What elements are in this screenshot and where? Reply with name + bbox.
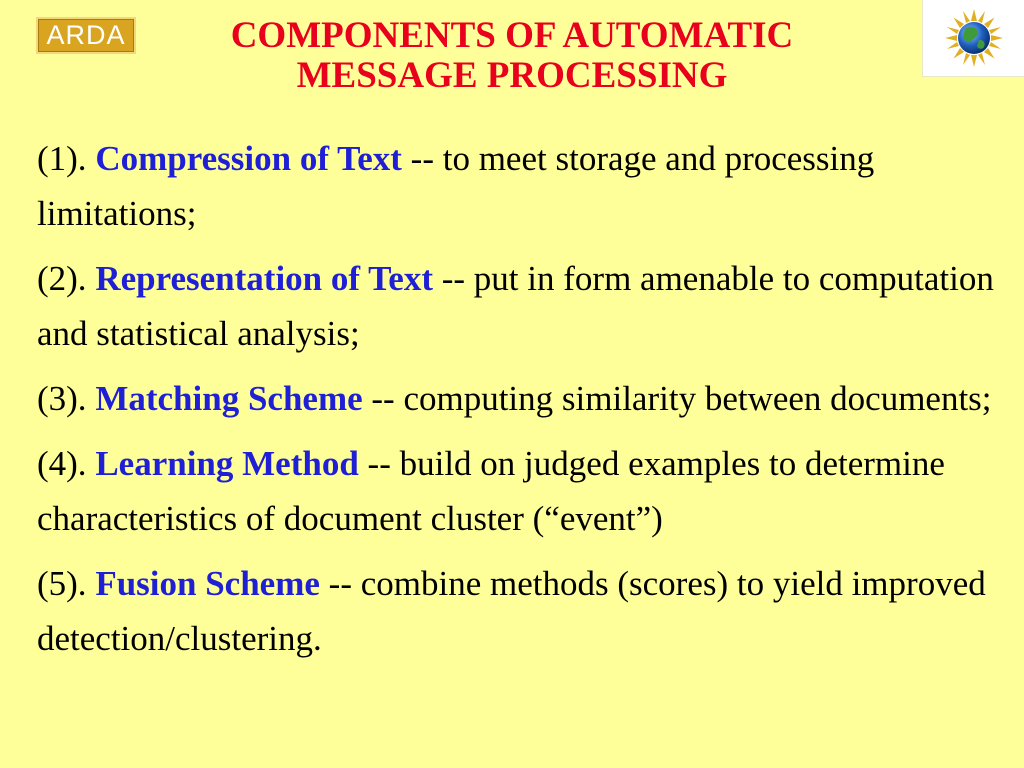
arda-logo: ARDA xyxy=(36,17,136,54)
list-item: (4). Learning Method -- build on judged … xyxy=(37,436,999,546)
item-number: (1). xyxy=(37,139,87,178)
item-term: Compression of Text xyxy=(95,139,402,178)
item-number: (3). xyxy=(37,379,87,418)
list-item: (2). Representation of Text -- put in fo… xyxy=(37,251,999,361)
globe-icon xyxy=(944,9,1003,67)
slide-title: COMPONENTS OF AUTOMATIC MESSAGE PROCESSI… xyxy=(150,16,874,96)
title-line-2: MESSAGE PROCESSING xyxy=(296,55,728,96)
list-item: (1). Compression of Text -- to meet stor… xyxy=(37,131,999,241)
item-description: -- to meet storage and processing limita… xyxy=(37,139,875,233)
list-item: (3). Matching Scheme -- computing simila… xyxy=(37,371,999,426)
title-line-1: COMPONENTS OF AUTOMATIC xyxy=(230,15,794,56)
item-description: -- build on judged examples to determine… xyxy=(37,444,945,538)
item-term: Representation of Text xyxy=(95,259,433,298)
item-term: Fusion Scheme xyxy=(95,564,320,603)
item-description: -- put in form amenable to computation a… xyxy=(37,259,994,353)
item-number: (4). xyxy=(37,444,87,483)
component-list: (1). Compression of Text -- to meet stor… xyxy=(37,131,999,676)
item-description: -- combine methods (scores) to yield imp… xyxy=(37,564,986,658)
arda-logo-text: ARDA xyxy=(46,20,126,50)
item-number: (5). xyxy=(37,564,87,603)
item-term: Matching Scheme xyxy=(95,379,363,418)
item-term: Learning Method xyxy=(95,444,359,483)
item-description: -- computing similarity between document… xyxy=(371,379,992,418)
list-item: (5). Fusion Scheme -- combine methods (s… xyxy=(37,556,999,666)
globe-star-logo-icon xyxy=(922,0,1024,77)
item-number: (2). xyxy=(37,259,87,298)
